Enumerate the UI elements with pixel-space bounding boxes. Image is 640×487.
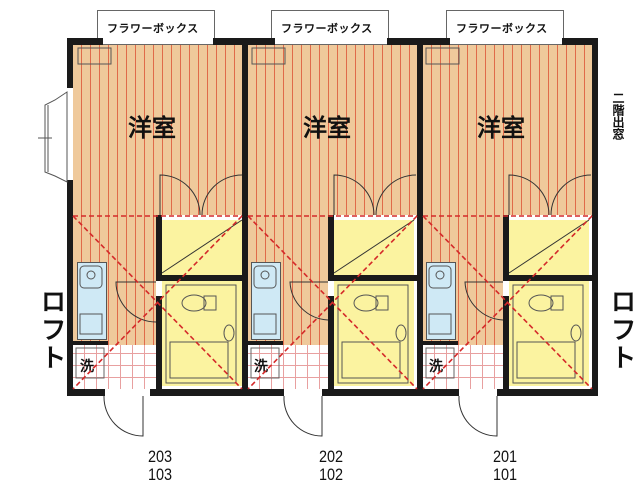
entrance-tiles [423, 345, 503, 389]
unit-number-202-102: 202 102 [310, 448, 353, 484]
unit-number-201-101: 201 101 [484, 448, 527, 484]
lower-unit-number: 103 [147, 465, 173, 484]
upper-unit-number: 202 [318, 447, 344, 466]
lower-unit-number: 101 [492, 465, 518, 484]
flower-box [97, 10, 215, 45]
flower-box-label: フラワーボックス [456, 22, 548, 35]
flower-box-label: フラワーボックス [281, 22, 373, 35]
western-room-floor [423, 45, 593, 215]
western-room-floor [73, 45, 243, 215]
entry-doors [103, 395, 498, 437]
loft-label-right: ロフト [606, 288, 636, 372]
western-room-floor [248, 45, 418, 215]
flower-box-label: フラワーボックス [107, 22, 199, 35]
unit-bath [509, 281, 589, 386]
room-label: 洋室 [303, 114, 351, 142]
entrance-tiles [73, 345, 156, 389]
closet-doors [159, 174, 592, 216]
walls [67, 38, 598, 396]
upper-unit-number: 203 [147, 447, 173, 466]
kitchen-fixtures [79, 265, 452, 335]
lower-unit-number: 102 [318, 465, 344, 484]
unit-bath [162, 281, 242, 386]
loft-label-left: ロフト [36, 288, 66, 372]
loft-outline [72, 215, 593, 390]
bath-fixtures [165, 284, 584, 384]
upper-unit-number: 201 [492, 447, 518, 466]
room-label: 洋室 [128, 114, 176, 142]
second-floor-bay-window-label: 二階出窓 [611, 92, 625, 140]
flower-box [446, 10, 564, 45]
flower-box [271, 10, 389, 45]
unit-bath [334, 281, 414, 386]
bay-window [38, 91, 68, 183]
entrance-tiles [248, 345, 328, 389]
room-label: 洋室 [477, 114, 525, 142]
unit-number-203-103: 203 103 [139, 448, 182, 484]
